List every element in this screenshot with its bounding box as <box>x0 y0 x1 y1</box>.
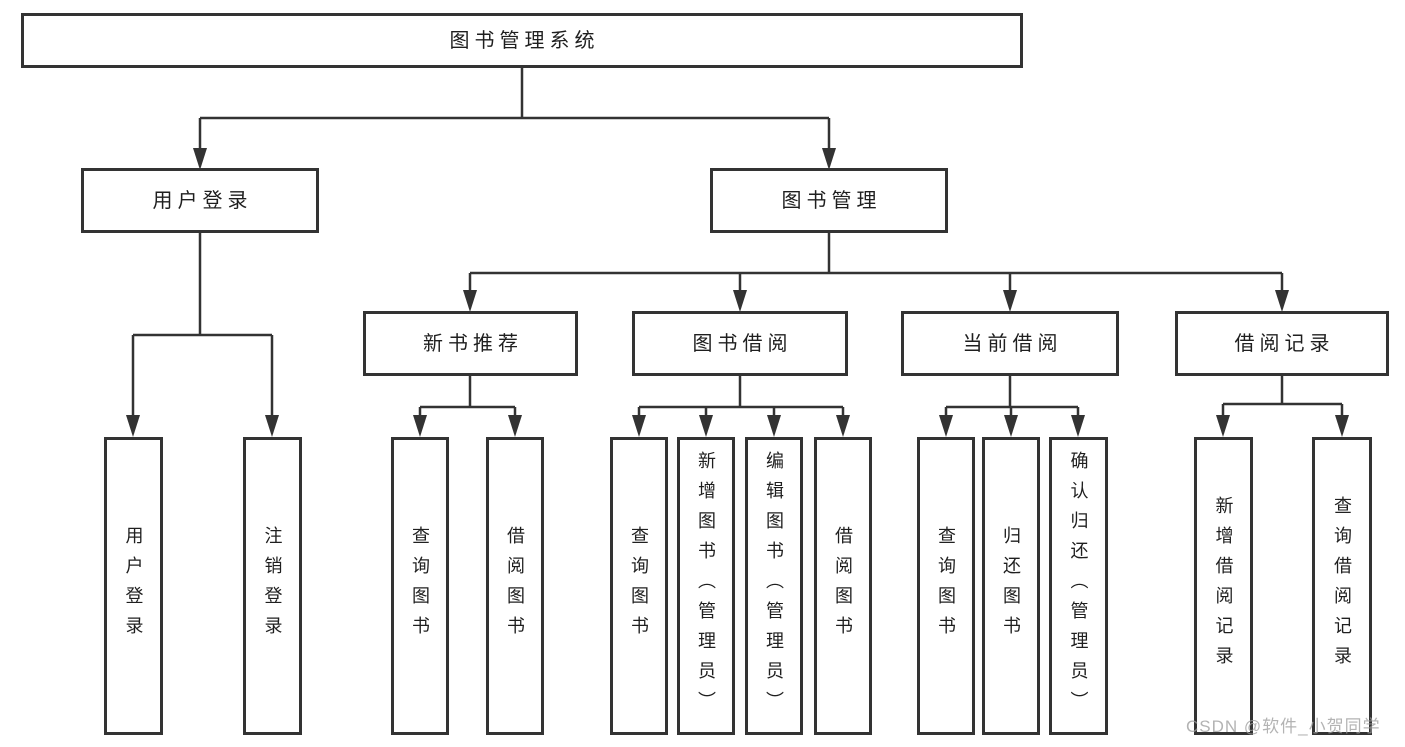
node-leaf-query-books: 查询图书 <box>610 437 668 735</box>
node-leaf-confirm-return-admin: 确认归还（管理员） <box>1049 437 1108 735</box>
arrow-down-icon <box>733 290 747 312</box>
node-label: 用户登录 <box>152 189 253 212</box>
arrow-down-icon <box>265 415 279 437</box>
node-label: 当前借阅 <box>962 332 1063 355</box>
node-leaf-query-borrow-record: 查询借阅记录 <box>1312 437 1372 735</box>
connector-book-mgmt-group <box>468 233 1284 295</box>
node-label: 查询图书 <box>410 526 430 646</box>
node-leaf-edit-books-admin: 编辑图书（管理员） <box>745 437 803 735</box>
arrow-down-icon <box>413 415 427 437</box>
arrow-down-icon <box>1275 290 1289 312</box>
node-label: 编辑图书（管理员） <box>764 451 784 721</box>
connector-current-group <box>944 376 1080 420</box>
node-label: 确认归还（管理员） <box>1068 451 1089 721</box>
node-leaf-user-login: 用户登录 <box>104 437 163 735</box>
node-leaf-borrow-books: 借阅图书 <box>486 437 544 735</box>
node-label: 注销登录 <box>262 526 283 646</box>
node-current-borrow: 当前借阅 <box>901 311 1119 376</box>
arrow-down-icon <box>1335 415 1349 437</box>
node-label: 归还图书 <box>1001 526 1021 646</box>
node-label: 图书借阅 <box>692 332 793 355</box>
node-label: 查询图书 <box>936 526 956 646</box>
node-book-borrow: 图书借阅 <box>632 311 848 376</box>
node-leaf-query-books: 查询图书 <box>391 437 449 735</box>
arrow-down-icon <box>699 415 713 437</box>
arrow-down-icon <box>126 415 140 437</box>
node-label: 借阅图书 <box>505 526 525 646</box>
arrow-down-icon <box>1216 415 1230 437</box>
node-leaf-borrow-books: 借阅图书 <box>814 437 872 735</box>
node-label: 查询借阅记录 <box>1332 496 1352 676</box>
node-label: 图书管理 <box>781 189 882 212</box>
node-leaf-return-books: 归还图书 <box>982 437 1040 735</box>
node-library-management-system: 图书管理系统 <box>21 13 1023 68</box>
node-label: 图书管理系统 <box>449 29 600 52</box>
arrow-down-icon <box>1003 290 1017 312</box>
node-leaf-query-books: 查询图书 <box>917 437 975 735</box>
arrow-down-icon <box>939 415 953 437</box>
node-leaf-logout: 注销登录 <box>243 437 302 735</box>
node-user-login-module: 用户登录 <box>81 168 319 233</box>
arrow-down-icon <box>822 148 836 170</box>
node-label: 新书推荐 <box>423 332 523 355</box>
connector-user-login-group <box>131 233 274 420</box>
arrow-down-icon <box>463 290 477 312</box>
node-label: 查询图书 <box>629 526 649 646</box>
node-book-management-module: 图书管理 <box>710 168 948 233</box>
node-leaf-add-borrow-record: 新增借阅记录 <box>1194 437 1253 735</box>
node-label: 借阅记录 <box>1234 332 1335 355</box>
node-label: 新增图书（管理员） <box>696 451 716 721</box>
connector-root-to-level2 <box>198 68 831 152</box>
arrow-down-icon <box>767 415 781 437</box>
connector-borrow-group <box>637 376 845 420</box>
arrow-down-icon <box>1071 415 1085 437</box>
node-label: 用户登录 <box>123 526 144 646</box>
arrow-down-icon <box>836 415 850 437</box>
connector-records-group <box>1221 376 1344 420</box>
arrow-down-icon <box>1004 415 1018 437</box>
node-borrow-records: 借阅记录 <box>1175 311 1389 376</box>
arrow-down-icon <box>632 415 646 437</box>
node-label: 新增借阅记录 <box>1213 496 1234 676</box>
arrow-down-icon <box>508 415 522 437</box>
node-new-book-recommend: 新书推荐 <box>363 311 578 376</box>
node-label: 借阅图书 <box>833 526 853 646</box>
connector-new-rec-group <box>418 376 517 420</box>
csdn-watermark: CSDN @软件_小贺同学 <box>1186 717 1381 736</box>
node-leaf-add-books-admin: 新增图书（管理员） <box>677 437 735 735</box>
arrow-down-icon <box>193 148 207 170</box>
